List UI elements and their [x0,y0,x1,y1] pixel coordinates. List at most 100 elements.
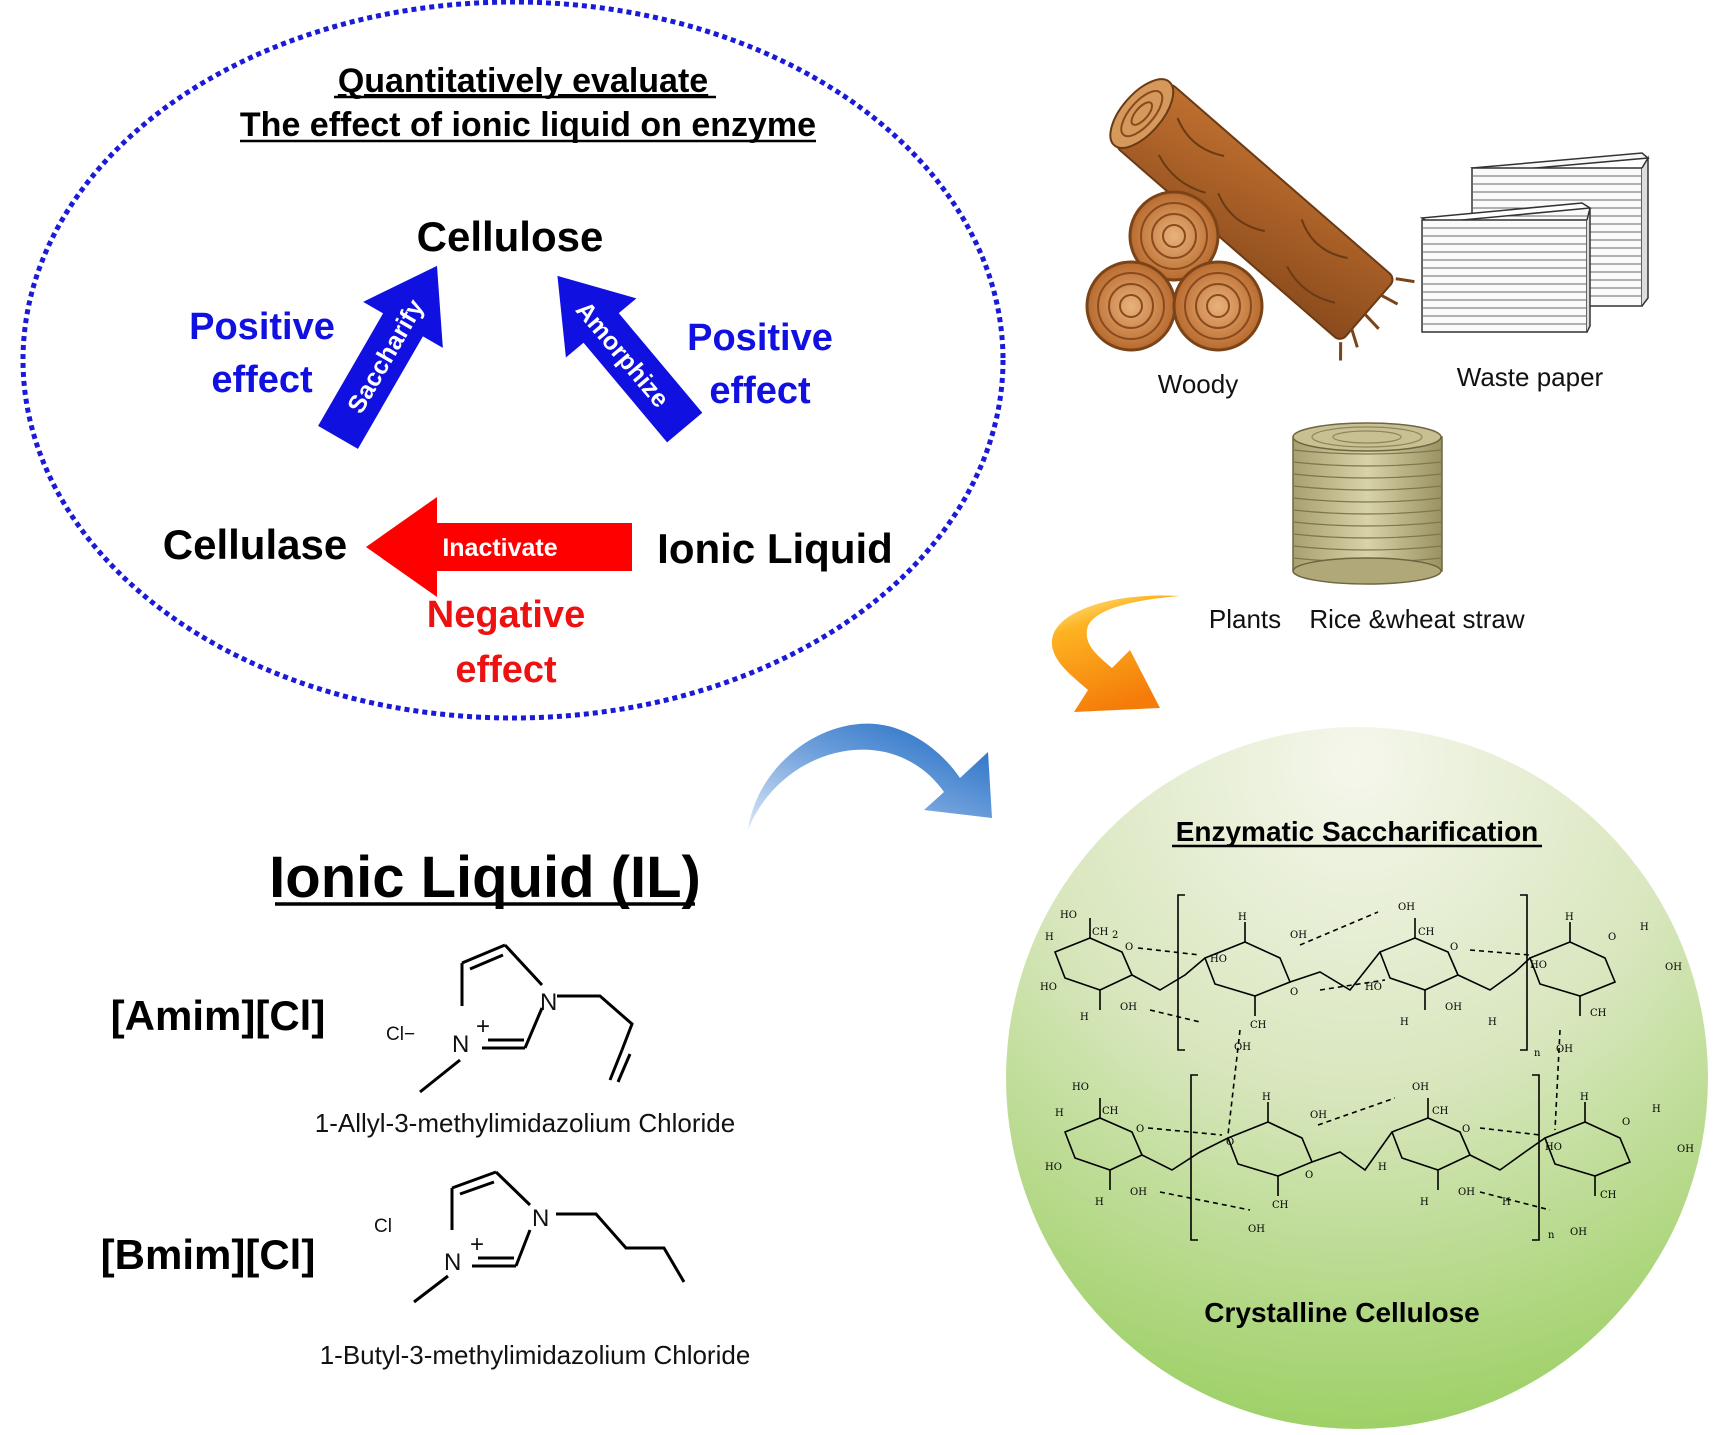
svg-text:H: H [1652,1104,1661,1115]
amim-structure [419,943,634,1094]
svg-text:O: O [1622,1117,1630,1128]
svg-text:CH: CH [1102,1106,1119,1117]
amim-name: 1-Allyl-3-methylimidazolium Chloride [315,1108,735,1138]
plants-label: Plants [1209,604,1281,634]
log-end-right [1172,260,1264,352]
svg-text:O: O [1305,1170,1313,1181]
il-heading: Ionic Liquid (IL) [269,845,701,910]
svg-text:OH: OH [1398,902,1415,913]
ionic-liquid-panel: Ionic Liquid (IL) [Amim][Cl] N N + Cl− 1… [101,845,751,1370]
svg-text:HO: HO [1530,960,1547,971]
crystalline-cellulose-label: Crystalline Cellulose [1204,1297,1479,1328]
saccharify-arrow: Saccharify [318,265,443,449]
svg-text:CH: CH [1092,927,1109,938]
bmim-structure [413,1170,686,1304]
amim-anion: Cl− [386,1024,415,1045]
bmim-name: 1-Butyl-3-methylimidazolium Chloride [320,1340,751,1370]
log-end-top [1128,190,1220,282]
amim-plus: + [476,1013,490,1040]
svg-text:HO: HO [1072,1082,1089,1093]
neg-effect-line2: effect [455,649,557,691]
left-effect-line2: effect [211,359,313,401]
svg-text:H: H [1640,922,1649,933]
amim-nplus: N [452,1031,469,1058]
svg-text:H: H [1080,1012,1089,1023]
svg-text:OH: OH [1677,1144,1694,1155]
svg-text:H: H [1095,1197,1104,1208]
svg-text:OH: OH [1556,1044,1573,1055]
inactivate-arrow: Inactivate [366,497,632,597]
wood-logs-icon [1085,78,1415,361]
neg-effect-line1: Negative [427,594,585,636]
svg-text:CH: CH [1590,1008,1607,1019]
svg-text:OH: OH [1234,1042,1251,1053]
bmim-plus: + [470,1231,484,1258]
bmim-label: [Bmim][Cl] [101,1231,316,1278]
svg-text:H: H [1045,932,1054,943]
amorphize-label: Amorphize [570,296,675,413]
straw-label: Rice &wheat straw [1309,604,1525,634]
svg-text:O: O [1450,942,1458,953]
svg-text:H: H [1262,1092,1271,1103]
inactivate-label: Inactivate [442,534,557,562]
cellulose-node: Cellulose [417,213,604,260]
svg-text:OH: OH [1412,1082,1429,1093]
bmim-nplus: N [444,1249,461,1276]
svg-text:H: H [1502,1197,1511,1208]
svg-text:CH: CH [1600,1190,1617,1201]
svg-text:H: H [1400,1017,1409,1028]
svg-text:OH: OH [1665,962,1682,973]
waste-paper-label: Waste paper [1457,362,1604,392]
paper-stack-icon [1419,152,1650,333]
svg-text:O: O [1462,1124,1470,1135]
svg-text:H: H [1055,1108,1064,1119]
svg-text:HO: HO [1545,1142,1562,1153]
svg-text:2: 2 [1112,930,1118,941]
svg-text:O: O [1226,1137,1234,1148]
hydrogen-bonds [1137,911,1561,1211]
svg-text:HO: HO [1045,1162,1062,1173]
svg-text:HO: HO [1210,954,1227,965]
svg-text:OH: OH [1570,1227,1587,1238]
svg-text:H: H [1565,912,1574,923]
svg-text:H: H [1378,1162,1387,1173]
svg-text:OH: OH [1130,1187,1147,1198]
svg-text:n: n [1534,1048,1541,1059]
orange-curved-arrow [1051,595,1180,712]
log-end-left [1085,260,1177,352]
svg-text:n: n [1548,1230,1555,1241]
cellulose-circle [1006,727,1708,1429]
dotted-ellipse-border [20,0,1006,721]
eval-title-line2: The effect of ionic liquid on enzyme [240,106,816,144]
svg-text:HO: HO [1040,982,1057,993]
svg-text:OH: OH [1458,1187,1475,1198]
saccharification-panel: Enzymatic Saccharification [1006,727,1708,1429]
svg-text:CH: CH [1432,1106,1449,1117]
svg-text:O: O [1608,932,1616,943]
straw-bale-icon [1292,422,1443,585]
svg-text:OH: OH [1290,930,1307,941]
blue-curved-arrow [748,723,992,830]
bmim-anion: Cl [374,1216,392,1237]
svg-text:CH: CH [1418,927,1435,938]
svg-text:H: H [1238,912,1247,923]
es-heading: Enzymatic Saccharification [1176,816,1539,847]
svg-text:O: O [1290,987,1298,998]
svg-text:H: H [1420,1197,1429,1208]
svg-text:H: H [1488,1017,1497,1028]
svg-text:O: O [1125,942,1133,953]
woody-label: Woody [1158,369,1238,399]
right-effect-line2: effect [709,370,811,412]
cellulase-node: Cellulase [163,521,347,568]
svg-text:HO: HO [1365,982,1382,993]
left-effect-line1: Positive [189,306,335,348]
evaluation-panel: Quantitatively evaluate The effect of io… [20,0,1006,721]
atom-labels: HO CH 2 H HO O OH H H OH HO O CH OH OH C… [1040,902,1694,1241]
svg-text:OH: OH [1248,1224,1265,1235]
bmim-n: N [532,1205,549,1232]
svg-text:OH: OH [1310,1110,1327,1121]
svg-text:OH: OH [1120,1002,1137,1013]
svg-text:O: O [1136,1124,1144,1135]
ionic-liquid-node: Ionic Liquid [657,525,893,572]
